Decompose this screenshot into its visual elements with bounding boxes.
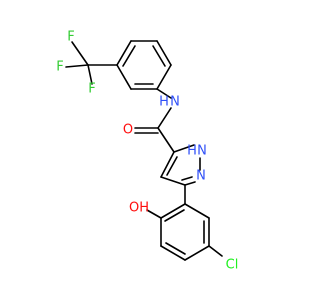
- structure-svg: F F F N H O H N N OH Cl: [56, 30, 239, 273]
- bond-ring-b-1: [160, 203, 186, 219]
- bond-pyr-n2-c3-inner: [181, 176, 193, 181]
- fluorine-label-2: F: [56, 60, 63, 75]
- bond-ring-b-6: [184, 203, 210, 219]
- hydroxyl-label: OH: [129, 201, 149, 216]
- bond-ring-b-3: [160, 245, 186, 261]
- bond-c-f2: [65, 64, 89, 68]
- bond-ring-a-3-inner: [152, 45, 166, 67]
- bond-c-f1: [71, 41, 89, 66]
- bond-pyr-c4-c5-inner: [166, 156, 178, 176]
- molecule-diagram: F F F N H O H N N OH Cl: [56, 30, 239, 273]
- fluorine-label-1: F: [67, 30, 74, 45]
- carbonyl-o-label: O: [123, 123, 133, 138]
- bond-ring-a-3: [156, 40, 172, 66]
- bond-ring-b-cl: [208, 245, 223, 257]
- bond-c-f3: [87, 64, 93, 85]
- bond-ring-b-1-inner: [164, 209, 185, 222]
- bond-pyr-n2-c3: [184, 181, 196, 186]
- bond-ring-b-4: [184, 245, 210, 261]
- bond-nh-carbonyl: [157, 107, 172, 129]
- bond-ring-b-oh: [146, 209, 162, 219]
- bond-ring-a-1: [116, 40, 132, 66]
- chlorine-label: Cl: [226, 258, 239, 273]
- bond-ring-b-3-inner: [165, 242, 186, 255]
- pyrazole-nh-h-label: H: [187, 144, 197, 159]
- bond-pyr-c4-c5: [160, 151, 175, 178]
- fluorine-label-3: F: [88, 82, 95, 97]
- bond-carbonyl-pyrazole: [157, 127, 175, 153]
- bond-ring-a-1-inner: [122, 45, 136, 67]
- pyrazole-n-label: N: [196, 169, 206, 184]
- bond-pyr-c3-c4: [160, 176, 186, 186]
- pyrazole-nh-n-label: N: [197, 144, 207, 159]
- amide-n-label: N: [170, 95, 180, 110]
- bond-ring-nh: [156, 88, 172, 99]
- bond-ring-a-6: [116, 64, 132, 90]
- amide-h-label: H: [159, 95, 169, 110]
- bond-ring-a-4: [156, 64, 172, 90]
- bond-pyr-c5-n1: [173, 144, 195, 153]
